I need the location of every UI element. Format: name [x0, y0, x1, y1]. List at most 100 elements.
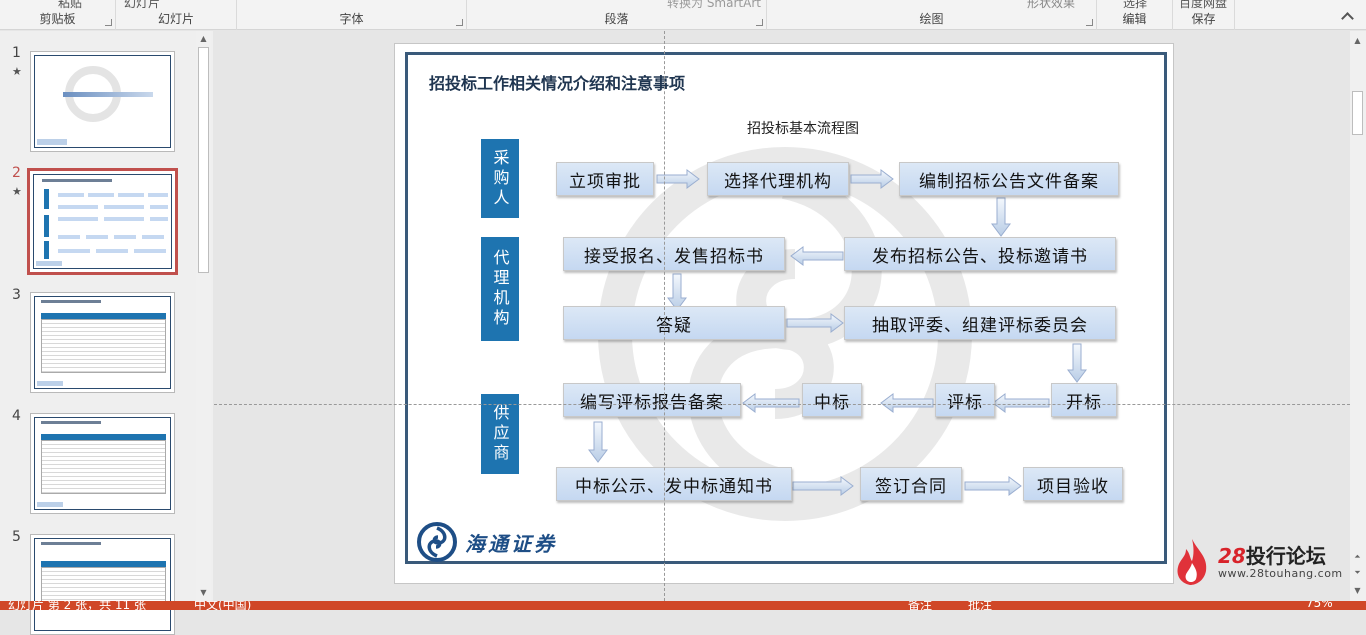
arrow-down	[667, 273, 687, 311]
slide-thumbnail-1[interactable]	[30, 51, 175, 152]
scroll-down-icon[interactable]: ▼	[200, 588, 207, 597]
zoom-level[interactable]: 75%	[1306, 601, 1333, 610]
step-award-notice[interactable]: 中标公示、发中标通知书	[556, 467, 792, 501]
thumb-number: 4	[12, 408, 21, 424]
comments-button[interactable]: 批注	[968, 601, 993, 610]
scroll-up-icon[interactable]: ▲	[200, 34, 207, 43]
thumb-role	[44, 215, 49, 237]
group-clipboard: 粘贴 剪贴板	[0, 0, 116, 30]
arrow-left	[790, 246, 844, 266]
paragraph-launcher-icon[interactable]	[756, 19, 763, 26]
ribbon: 粘贴 剪贴板 幻灯片 幻灯片 字体 转换为 SmartArt 段落 形状效果 绘…	[0, 0, 1366, 30]
font-launcher-icon[interactable]	[456, 19, 463, 26]
watermark-text: 投行论坛	[1245, 543, 1326, 568]
paste-button[interactable]: 粘贴	[58, 0, 83, 10]
group-label-clipboard: 剪贴板	[39, 12, 76, 26]
step-project-acceptance[interactable]: 项目验收	[1023, 467, 1123, 501]
smartart-button[interactable]: 转换为 SmartArt	[667, 0, 761, 10]
thumb-number: 2	[12, 165, 21, 181]
step-qa[interactable]: 答疑	[563, 306, 785, 340]
slide-scroll-thumb[interactable]	[1352, 91, 1363, 135]
status-bar: 幻灯片 第 2 张，共 11 张 中文(中国) 备注 批注 75%	[0, 601, 1366, 610]
thumb-title-bar	[41, 300, 101, 303]
current-slide[interactable]: 招投标工作相关情况介绍和注意事项 招投标基本流程图 采购人 代理机构 供应商	[394, 43, 1174, 584]
shape-effects-button[interactable]: 形状效果	[1027, 0, 1076, 10]
thumb-title-bar	[41, 421, 101, 424]
role-agency[interactable]: 代理机构	[481, 237, 519, 341]
animation-star-icon: ★	[12, 65, 22, 78]
step-sign-contract[interactable]: 签订合同	[860, 467, 962, 501]
step-publish-notice[interactable]: 发布招标公告、投标邀请书	[844, 237, 1116, 271]
previous-slide-icon[interactable]: ⏶	[1354, 552, 1361, 561]
arrow-right	[850, 169, 894, 189]
flame-icon	[1177, 539, 1207, 585]
slide-thumbnail-2[interactable]	[27, 168, 178, 275]
drawing-launcher-icon[interactable]	[1086, 19, 1093, 26]
step-accept-registration[interactable]: 接受报名、发售招标书	[563, 237, 785, 271]
thumb-title-bar	[63, 92, 153, 97]
next-slide-icon[interactable]: ⏷	[1354, 568, 1361, 577]
step-prepare-bid-documents[interactable]: 编制招标公告文件备案	[899, 162, 1119, 196]
thumb-number: 3	[12, 287, 21, 303]
scroll-up-icon[interactable]: ▲	[1354, 36, 1361, 45]
thumb-table-header	[41, 313, 166, 319]
logo-text: 海通证券	[465, 531, 557, 556]
slide-thumbnail-5[interactable]	[30, 534, 175, 635]
step-bid-opening[interactable]: 开标	[1051, 383, 1117, 417]
notes-button[interactable]: 备注	[908, 601, 933, 610]
arrow-left	[992, 393, 1050, 413]
thumb-frame	[34, 417, 171, 510]
thumb-frame	[33, 174, 172, 269]
select-button[interactable]: 选择	[1123, 0, 1148, 10]
flowchart-title[interactable]: 招投标基本流程图	[747, 121, 859, 137]
thumbnail-scrollbar[interactable]: ▲ ▼	[196, 31, 211, 601]
slide-frame	[405, 52, 1167, 564]
slide-scrollbar[interactable]: ▲ ⏶ ⏷ ▼	[1350, 31, 1366, 601]
scroll-down-icon[interactable]: ▼	[1354, 586, 1361, 595]
group-save: 百度网盘 保存	[1173, 0, 1235, 30]
animation-star-icon: ★	[12, 185, 22, 198]
vertical-guide[interactable]	[664, 31, 665, 601]
thumb-table-header	[41, 434, 166, 440]
slide-thumbnail-4[interactable]	[30, 413, 175, 514]
slide-thumbnail-3[interactable]	[30, 292, 175, 393]
arrow-right	[964, 476, 1022, 496]
step-winning-bid[interactable]: 中标	[802, 383, 862, 417]
thumb-row	[58, 217, 168, 221]
group-editing: 选择 编辑	[1097, 0, 1173, 30]
watermark-number: 28	[1218, 543, 1246, 568]
group-label-font: 字体	[339, 12, 364, 26]
slide-edit-area[interactable]: 招投标工作相关情况介绍和注意事项 招投标基本流程图 采购人 代理机构 供应商	[214, 31, 1350, 601]
group-slides: 幻灯片 幻灯片	[116, 0, 237, 30]
arrow-down	[1067, 343, 1087, 383]
clipboard-launcher-icon[interactable]	[105, 19, 112, 26]
language-indicator[interactable]: 中文(中国)	[194, 601, 252, 610]
step-select-agency[interactable]: 选择代理机构	[707, 162, 849, 196]
thumb-row	[58, 235, 168, 239]
horizontal-guide[interactable]	[214, 404, 1350, 405]
thumbnail-scroll-thumb[interactable]	[198, 47, 209, 273]
slide-title[interactable]: 招投标工作相关情况介绍和注意事项	[429, 74, 686, 93]
slide-counter[interactable]: 幻灯片 第 2 张，共 11 张	[8, 601, 146, 610]
collapse-ribbon-icon[interactable]	[1341, 12, 1354, 25]
new-slide-button[interactable]: 幻灯片	[124, 0, 161, 10]
thumb-role	[44, 241, 49, 259]
haitong-logo-icon	[417, 522, 457, 562]
baidu-pan-button[interactable]: 百度网盘	[1179, 0, 1228, 10]
step-select-evaluators[interactable]: 抽取评委、组建评标委员会	[844, 306, 1116, 340]
role-purchaser[interactable]: 采购人	[481, 139, 519, 218]
thumb-table-header	[41, 561, 166, 567]
arrow-right	[786, 313, 844, 333]
step-bid-evaluation[interactable]: 评标	[935, 383, 995, 417]
group-label-drawing: 绘图	[919, 12, 944, 26]
watermark-title: 28投行论坛	[1218, 545, 1343, 567]
thumb-row	[58, 193, 168, 197]
thumbnail-pane: 1 ★ 2 ★ 3 4	[0, 31, 213, 635]
step-evaluation-report[interactable]: 编写评标报告备案	[563, 383, 741, 417]
step-project-approval[interactable]: 立项审批	[556, 162, 654, 196]
thumb-row	[58, 205, 168, 209]
thumb-row	[58, 249, 168, 253]
thumb-logo	[36, 261, 62, 266]
flow-arrows	[588, 169, 1087, 496]
role-supplier[interactable]: 供应商	[481, 394, 519, 474]
